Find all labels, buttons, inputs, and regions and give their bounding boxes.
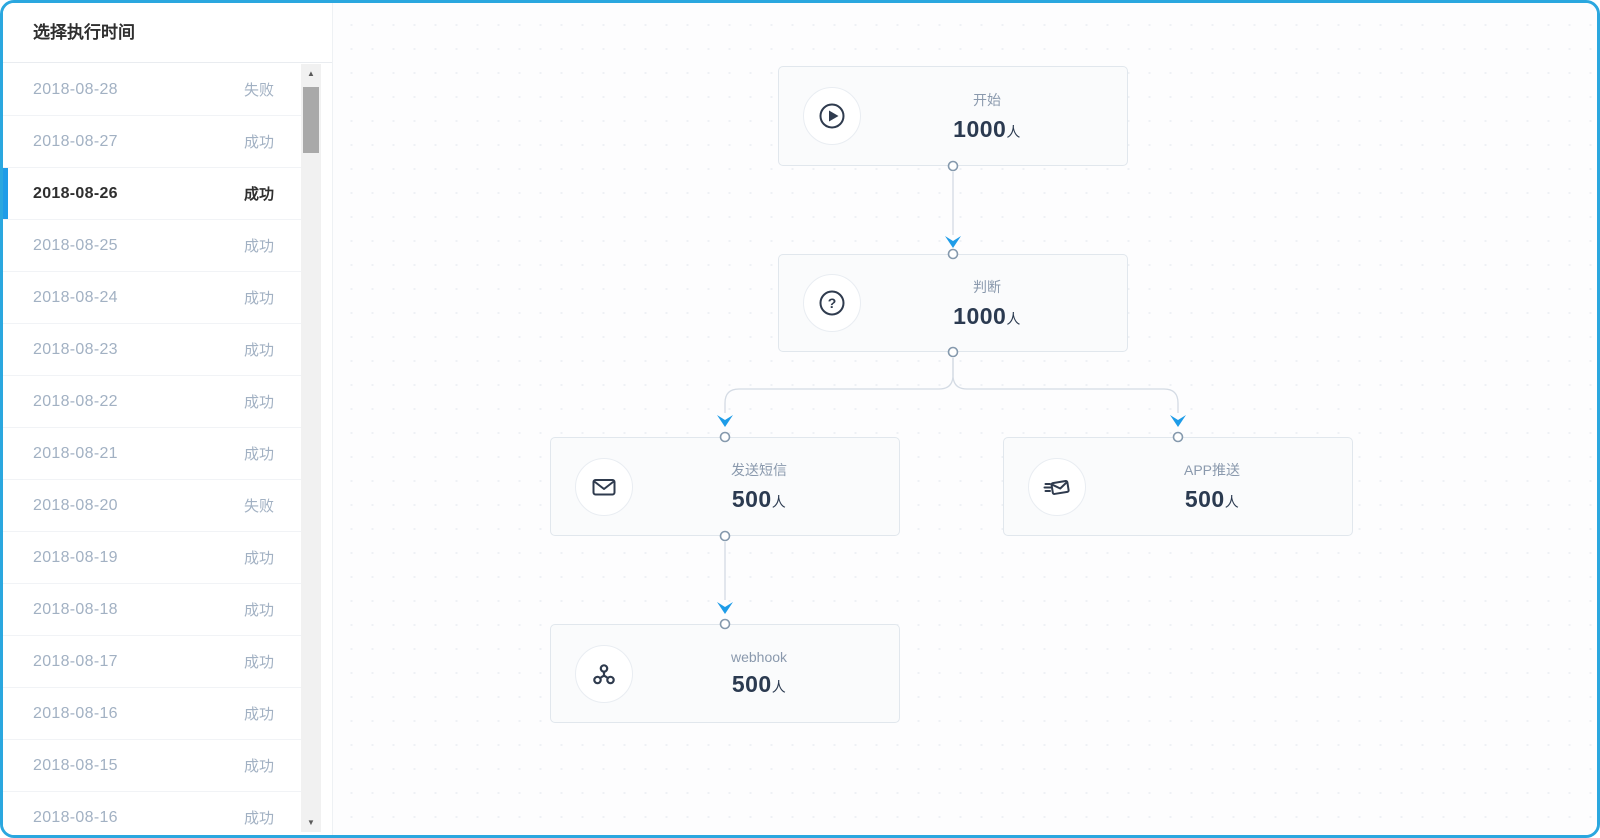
flow-node-push[interactable]: APP推送 500人 xyxy=(1003,437,1353,536)
execution-date-row[interactable]: 2018-08-20 失败 xyxy=(3,480,310,532)
scroll-up-icon[interactable]: ▲ xyxy=(301,64,321,83)
flow-canvas: 开始 1000人 ? 判断 1000人 xyxy=(333,3,1597,835)
node-icon-circle xyxy=(575,644,633,703)
execution-date-row[interactable]: 2018-08-16 成功 xyxy=(3,792,310,835)
execution-time-sidebar: 选择执行时间 2018-08-28 失败 2018-08-27 成功 2018-… xyxy=(3,3,333,835)
flow-node-sms[interactable]: 发送短信 500人 xyxy=(550,437,900,536)
row-date: 2018-08-20 xyxy=(33,496,118,514)
flow-node-judge[interactable]: ? 判断 1000人 xyxy=(778,254,1128,352)
row-status: 成功 xyxy=(243,134,274,151)
node-label: webhook xyxy=(730,649,788,665)
send-mail-icon xyxy=(1043,479,1070,495)
row-date: 2018-08-15 xyxy=(33,756,118,774)
row-date: 2018-08-27 xyxy=(33,132,118,150)
row-status: 成功 xyxy=(243,550,274,567)
scroll-down-icon[interactable]: ▼ xyxy=(301,813,321,832)
row-date: 2018-08-18 xyxy=(33,600,118,618)
row-status: 成功 xyxy=(243,394,274,411)
row-date: 2018-08-26 xyxy=(33,184,118,202)
node-label: 发送短信 xyxy=(731,462,787,478)
execution-date-row[interactable]: 2018-08-22 成功 xyxy=(3,376,310,428)
node-count: 1000人 xyxy=(953,302,1021,329)
row-status: 失败 xyxy=(243,82,274,99)
execution-date-list: 2018-08-28 失败 2018-08-27 成功 2018-08-26 成… xyxy=(3,64,310,835)
execution-date-row[interactable]: 2018-08-16 成功 xyxy=(3,688,310,740)
row-date: 2018-08-19 xyxy=(33,548,118,566)
execution-date-row[interactable]: 2018-08-25 成功 xyxy=(3,220,310,272)
row-status: 成功 xyxy=(243,706,274,723)
row-date: 2018-08-28 xyxy=(33,80,118,98)
row-date: 2018-08-16 xyxy=(33,808,118,826)
scrollbar-thumb[interactable] xyxy=(303,87,319,153)
node-icon-circle xyxy=(575,457,633,516)
execution-date-row[interactable]: 2018-08-27 成功 xyxy=(3,116,310,168)
execution-date-row[interactable]: 2018-08-28 失败 xyxy=(3,64,310,116)
question-circle-icon: ? xyxy=(819,290,845,316)
execution-date-row[interactable]: 2018-08-23 成功 xyxy=(3,324,310,376)
node-count: 1000人 xyxy=(953,115,1021,142)
row-status: 成功 xyxy=(243,810,274,827)
node-count: 500人 xyxy=(731,486,787,512)
node-icon-circle xyxy=(803,87,861,145)
row-status: 成功 xyxy=(243,290,274,307)
row-status: 成功 xyxy=(243,446,274,463)
execution-date-row[interactable]: 2018-08-17 成功 xyxy=(3,636,310,688)
node-label: 判断 xyxy=(973,278,1001,295)
execution-date-row[interactable]: 2018-08-26 成功 xyxy=(3,168,310,220)
row-status: 成功 xyxy=(243,238,274,255)
webhook-icon xyxy=(593,663,615,684)
node-count: 500人 xyxy=(731,671,787,697)
execution-date-row[interactable]: 2018-08-21 成功 xyxy=(3,428,310,480)
row-date: 2018-08-21 xyxy=(33,444,118,462)
node-label: 开始 xyxy=(973,91,1001,108)
row-date: 2018-08-17 xyxy=(33,652,118,670)
execution-date-row[interactable]: 2018-08-19 成功 xyxy=(3,532,310,584)
flow-node-webhook[interactable]: webhook 500人 xyxy=(550,624,900,723)
row-status: 成功 xyxy=(243,602,274,619)
sidebar-scrollbar[interactable]: ▲ ▼ xyxy=(301,64,321,832)
execution-date-row[interactable]: 2018-08-24 成功 xyxy=(3,272,310,324)
row-status: 失败 xyxy=(243,498,274,515)
play-circle-icon xyxy=(819,103,845,129)
row-date: 2018-08-24 xyxy=(33,288,118,306)
node-label: APP推送 xyxy=(1183,462,1240,478)
row-date: 2018-08-16 xyxy=(33,704,118,722)
node-icon-circle xyxy=(1028,457,1086,516)
sidebar-title: 选择执行时间 xyxy=(3,3,332,63)
row-status: 成功 xyxy=(243,758,274,775)
row-status: 成功 xyxy=(243,342,274,359)
row-status: 成功 xyxy=(243,654,274,671)
execution-date-row[interactable]: 2018-08-15 成功 xyxy=(3,740,310,792)
node-count: 500人 xyxy=(1184,486,1240,512)
flow-node-start[interactable]: 开始 1000人 xyxy=(778,66,1128,166)
execution-date-row[interactable]: 2018-08-18 成功 xyxy=(3,584,310,636)
row-date: 2018-08-23 xyxy=(33,340,118,358)
node-icon-circle: ? xyxy=(803,274,861,332)
row-date: 2018-08-22 xyxy=(33,392,118,410)
row-status: 成功 xyxy=(243,186,274,203)
envelope-icon xyxy=(592,478,616,495)
row-date: 2018-08-25 xyxy=(33,236,118,254)
svg-text:?: ? xyxy=(828,295,837,311)
